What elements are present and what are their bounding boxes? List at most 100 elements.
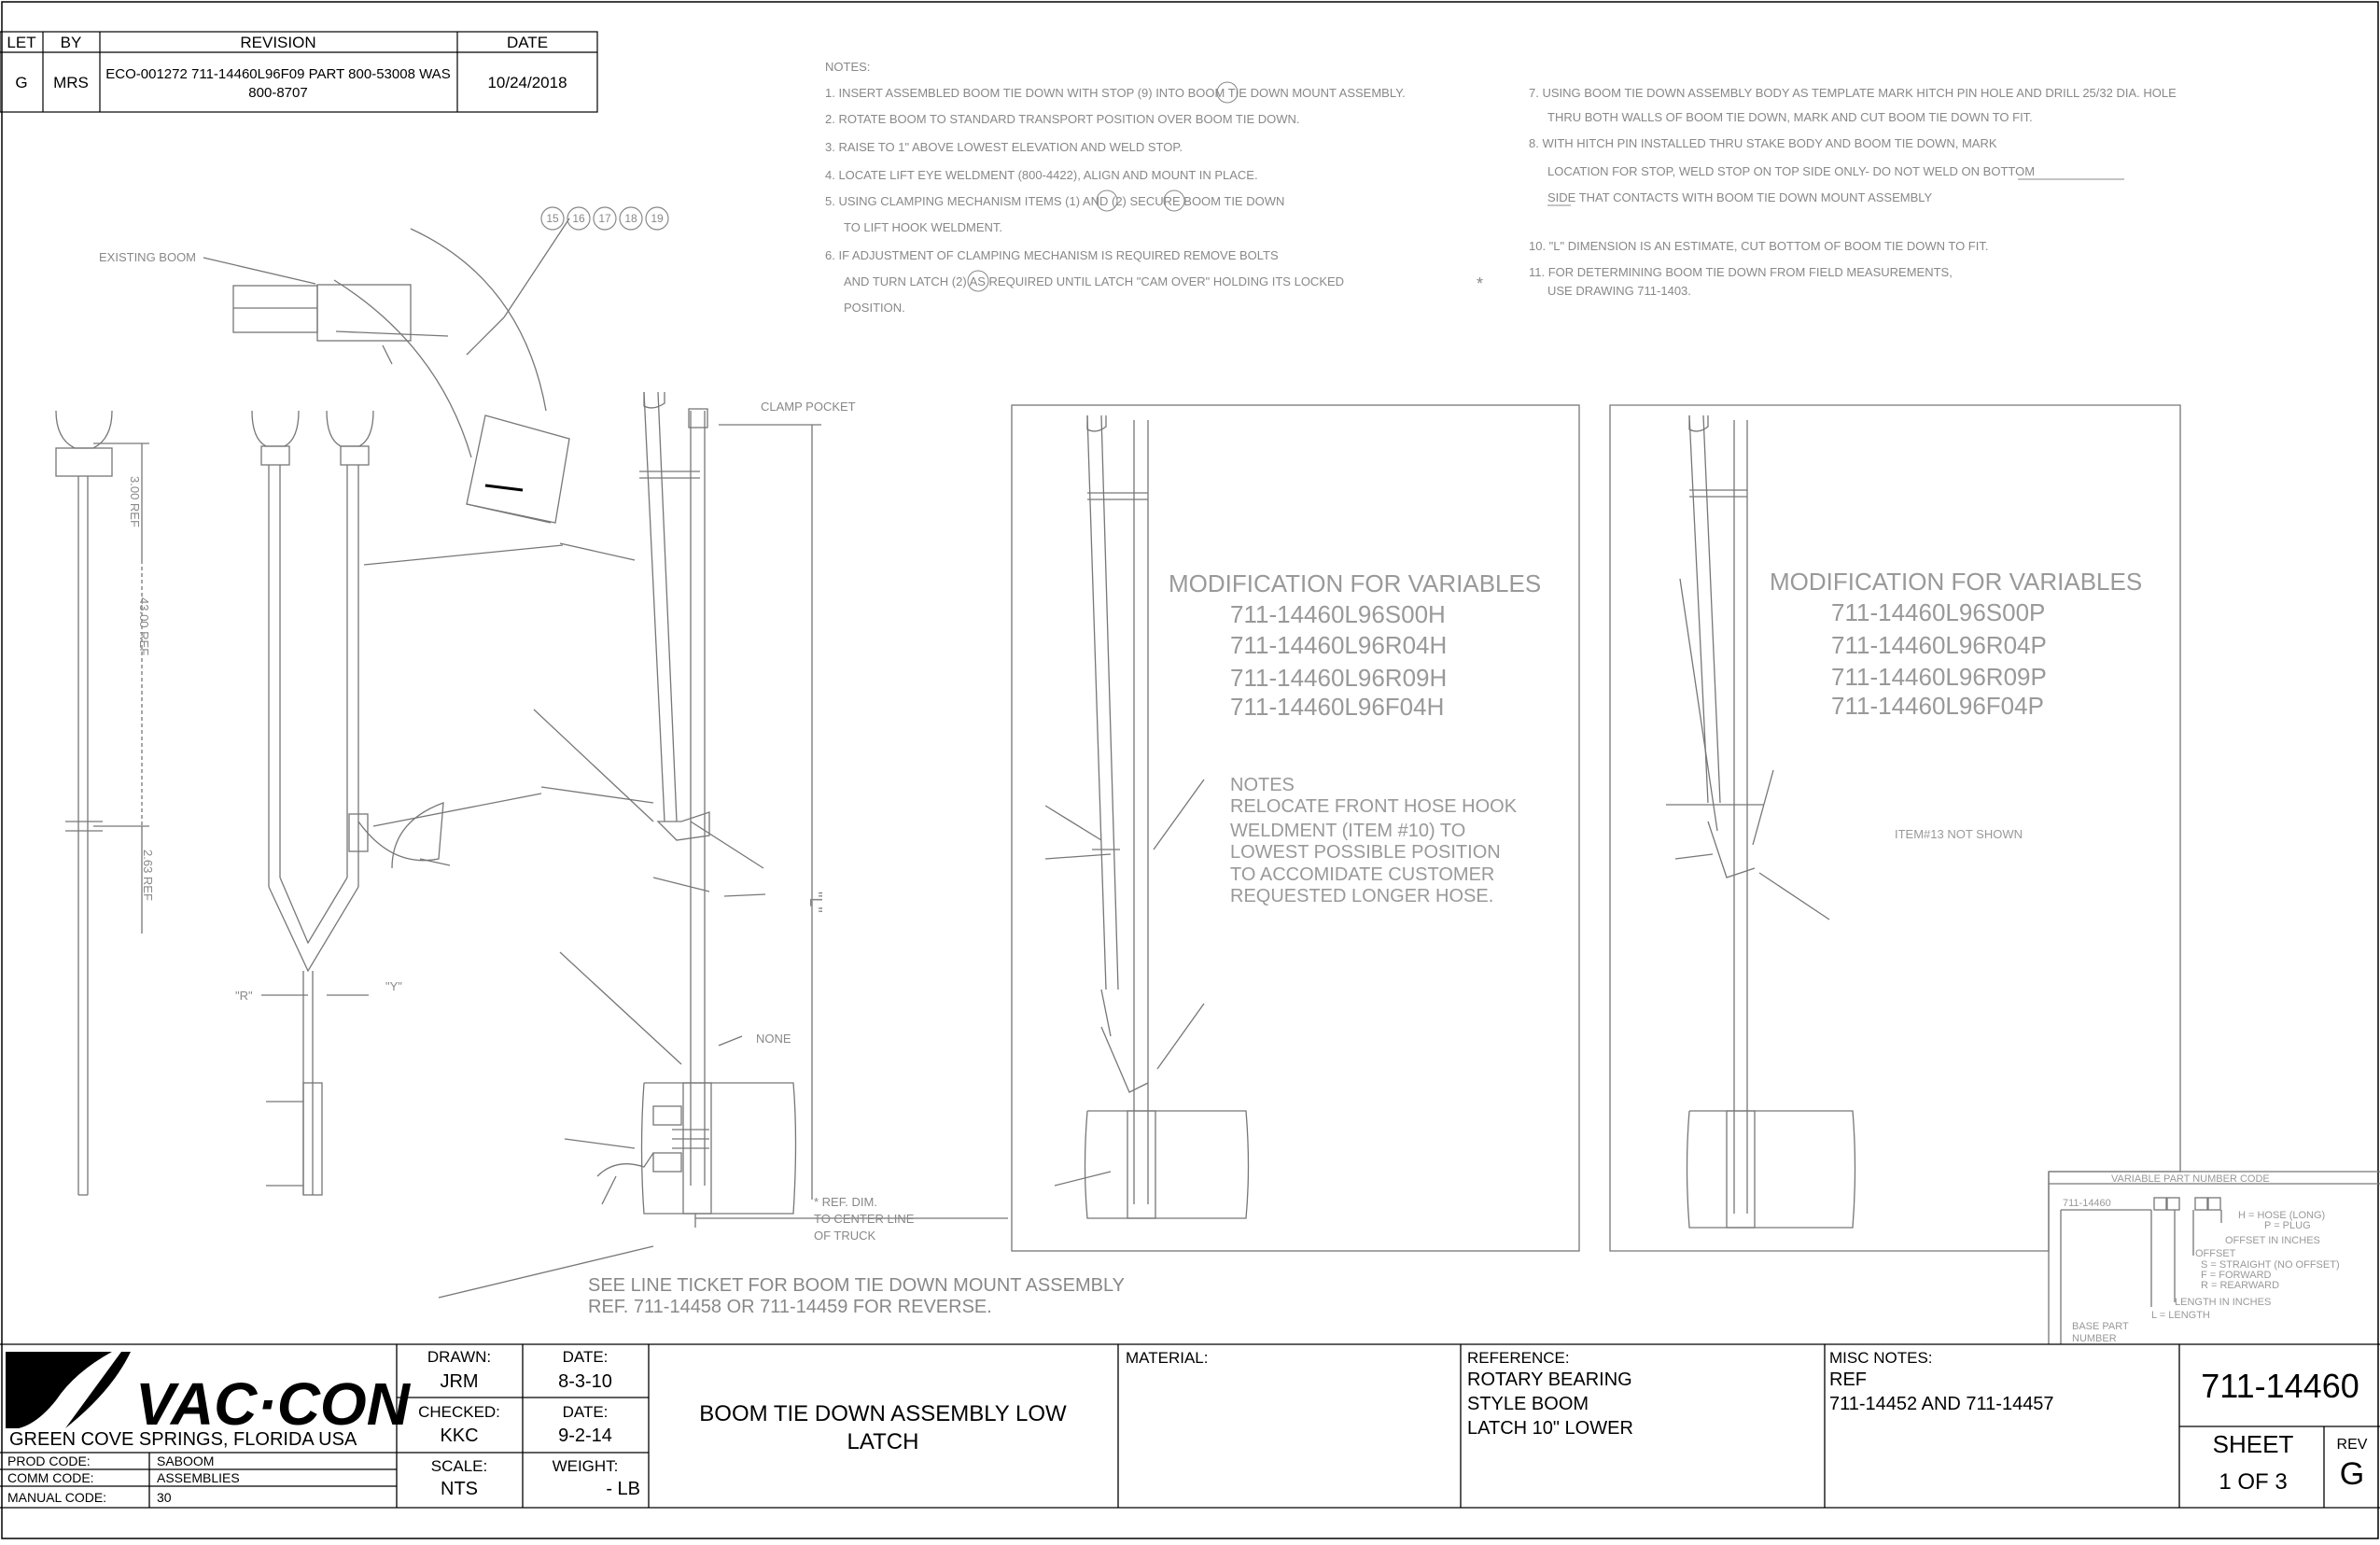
rev-let: G <box>15 74 27 91</box>
label-dim-r: "R" <box>235 989 253 1003</box>
company-location: GREEN COVE SPRINGS, FLORIDA USA <box>9 1429 357 1450</box>
variable-code-text: VARIABLE PART NUMBER CODE 711-14460 H = … <box>2063 1173 2340 1344</box>
scale-label: SCALE: <box>431 1457 487 1475</box>
sheet-value: 1 OF 3 <box>2219 1469 2287 1495</box>
bubble-19: 19 <box>651 212 664 225</box>
prod-code-label: PROD CODE: <box>7 1454 91 1468</box>
variable-code-r: R = REARWARD <box>2201 1280 2279 1291</box>
note-3: 3. RAISE TO 1" ABOVE LOWEST ELEVATION AN… <box>825 140 1183 154</box>
misc-notes-label: MISC NOTES: <box>1829 1349 1933 1367</box>
rev-description-line1: ECO-001272 711-14460L96F09 PART 800-5300… <box>105 66 450 82</box>
checked-label: CHECKED: <box>418 1403 500 1421</box>
label-dim-y: "Y" <box>385 979 402 993</box>
note-8-cont1: LOCATION FOR STOP, WELD STOP ON TOP SIDE… <box>1547 164 2035 178</box>
note-6-cont1: AND TURN LATCH (2) AS REQUIRED UNTIL LAT… <box>844 274 1344 288</box>
revision-block <box>0 31 598 113</box>
checked-date-value: 9-2-14 <box>558 1426 612 1446</box>
vaccon-logo <box>6 1352 131 1428</box>
checked-value: KKC <box>440 1426 478 1446</box>
note-asterisk: * <box>1477 274 1483 293</box>
note-11-cont: USE DRAWING 711-1403. <box>1547 284 1691 298</box>
label-dim-263: 2.63 REF <box>141 850 155 901</box>
label-see-line-ticket-1: SEE LINE TICKET FOR BOOM TIE DOWN MOUNT … <box>588 1275 1125 1296</box>
note-6-cont2: POSITION. <box>844 301 905 315</box>
misc-note-line1: REF <box>1829 1369 1867 1390</box>
rev-label: REV <box>2337 1437 2368 1453</box>
panel-h-note-5: REQUESTED LONGER HOSE. <box>1230 886 1493 906</box>
label-see-line-ticket-2: REF. 711-14458 OR 711-14459 FOR REVERSE. <box>588 1297 992 1317</box>
title-block-grid <box>0 1343 2380 1509</box>
note-5: 5. USING CLAMPING MECHANISM ITEMS (1) AN… <box>825 194 1284 208</box>
label-dim-300: 3.00 REF <box>128 476 142 527</box>
scale-value: NTS <box>441 1479 478 1499</box>
note-8-cont2: SIDE THAT CONTACTS WITH BOOM TIE DOWN MO… <box>1547 190 1933 204</box>
panel-h-note-2: WELDMENT (ITEM #10) TO <box>1230 821 1465 841</box>
drawn-date-label: DATE: <box>563 1348 609 1366</box>
note-4: 4. LOCATE LIFT EYE WELDMENT (800-4422), … <box>825 168 1258 182</box>
variable-code-base-part: BASE PART <box>2072 1321 2129 1332</box>
label-of-truck: OF TRUCK <box>814 1229 876 1243</box>
panel-h-note-3: LOWEST POSSIBLE POSITION <box>1230 842 1501 863</box>
prod-code-value: SABOOM <box>157 1454 214 1468</box>
label-center-line: TO CENTER LINE <box>814 1212 915 1226</box>
panel-h-variant-1: 711-14460L96S00H <box>1230 600 1446 628</box>
rev-header-revision: REVISION <box>240 34 315 51</box>
note-6: 6. IF ADJUSTMENT OF CLAMPING MECHANISM I… <box>825 248 1279 262</box>
manual-code-value: 30 <box>157 1490 172 1505</box>
note-1: 1. INSERT ASSEMBLED BOOM TIE DOWN WITH S… <box>825 86 1406 100</box>
note-7: 7. USING BOOM TIE DOWN ASSEMBLY BODY AS … <box>1529 86 2177 100</box>
drawing-linework <box>55 218 2380 1344</box>
panel-p-variant-3: 711-14460L96R09P <box>1831 663 2047 691</box>
note-7-cont: THRU BOTH WALLS OF BOOM TIE DOWN, MARK A… <box>1547 110 2033 124</box>
panel-h-text: MODIFICATION FOR VARIABLES 711-14460L96S… <box>1169 569 1541 721</box>
label-dim-4300: 43.00 REF <box>137 597 151 655</box>
panel-p-variant-4: 711-14460L96F04P <box>1831 692 2044 720</box>
bubble-16: 16 <box>572 212 585 225</box>
panel-h-variant-3: 711-14460L96R09H <box>1230 664 1447 692</box>
reference-line3: LATCH 10" LOWER <box>1467 1418 1633 1439</box>
drawing-title-line2: LATCH <box>847 1429 919 1454</box>
variable-code-base: 711-14460 <box>2063 1198 2111 1209</box>
rev-by: MRS <box>53 74 89 91</box>
variable-code-offset: OFFSET <box>2195 1248 2236 1259</box>
panel-h-notes-title: NOTES <box>1230 775 1295 795</box>
panel-h-note-1: RELOCATE FRONT HOSE HOOK <box>1230 796 1518 817</box>
rev-value: G <box>2340 1456 2364 1492</box>
variable-code-h: H = HOSE (LONG) <box>2238 1210 2325 1221</box>
panel-p-title: MODIFICATION FOR VARIABLES <box>1770 568 2142 596</box>
bubble-17: 17 <box>598 212 611 225</box>
material-label: MATERIAL: <box>1126 1349 1208 1367</box>
note-11: 11. FOR DETERMINING BOOM TIE DOWN FROM F… <box>1529 265 1953 279</box>
label-dim-l: "L" <box>806 892 825 913</box>
comm-code-label: COMM CODE: <box>7 1470 94 1485</box>
variable-code-offset-in: OFFSET IN INCHES <box>2225 1235 2320 1246</box>
panel-p-item13: ITEM#13 NOT SHOWN <box>1895 827 2023 841</box>
drawn-date-value: 8-3-10 <box>558 1371 612 1392</box>
note-2: 2. ROTATE BOOM TO STANDARD TRANSPORT POS… <box>825 112 1300 126</box>
bubble-15: 15 <box>546 212 559 225</box>
note-8: 8. WITH HITCH PIN INSTALLED THRU STAKE B… <box>1529 136 1997 150</box>
sheet-label: SHEET <box>2213 1430 2294 1458</box>
label-existing-boom: EXISTING BOOM <box>99 250 196 264</box>
notes-block: NOTES: 1. INSERT ASSEMBLED BOOM TIE DOWN… <box>825 60 2177 315</box>
comm-code-value: ASSEMBLIES <box>157 1470 240 1485</box>
rev-header-date: DATE <box>507 34 548 51</box>
panel-h-variant-2: 711-14460L96R04H <box>1230 631 1447 659</box>
reference-line1: ROTARY BEARING <box>1467 1369 1632 1390</box>
logo-text: VAC·CON <box>135 1370 412 1438</box>
panel-h-title: MODIFICATION FOR VARIABLES <box>1169 569 1541 597</box>
note-10: 10. "L" DIMENSION IS AN ESTIMATE, CUT BO… <box>1529 239 1988 253</box>
misc-note-line2: 711-14452 AND 711-14457 <box>1829 1394 2054 1414</box>
panel-p-text: MODIFICATION FOR VARIABLES 711-14460L96S… <box>1770 568 2142 720</box>
weight-label: WEIGHT: <box>553 1457 619 1475</box>
drawn-label: DRAWN: <box>427 1348 491 1366</box>
bubble-18: 18 <box>624 212 637 225</box>
variable-code-number: NUMBER <box>2072 1333 2117 1344</box>
part-number: 711-14460 <box>2201 1367 2359 1405</box>
variable-code-p: P = PLUG <box>2264 1220 2311 1231</box>
notes-title: NOTES: <box>825 60 870 74</box>
panel-h-note-4: TO ACCOMIDATE CUSTOMER <box>1230 864 1494 885</box>
